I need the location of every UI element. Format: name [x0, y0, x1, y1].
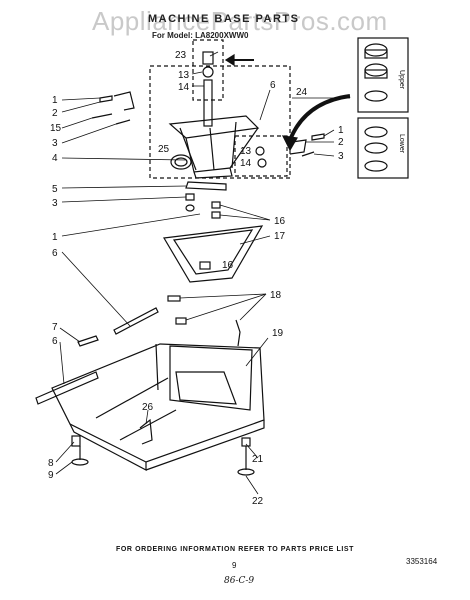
callout-16-lower: 16 [222, 260, 234, 271]
callout-5: 5 [52, 184, 58, 195]
callout-6-mid: 6 [52, 248, 58, 259]
callout-3-mid: 3 [52, 198, 58, 209]
callout-8: 8 [48, 458, 54, 469]
front-rail [35, 371, 99, 405]
callout-22: 22 [252, 496, 264, 507]
drive-shaft [202, 51, 214, 127]
callout-14: 14 [178, 82, 190, 93]
page-number: 9 [232, 561, 237, 570]
callout-1-mid: 1 [52, 232, 58, 243]
callout-13: 13 [178, 70, 190, 81]
left-bracket-hardware [91, 91, 135, 125]
diagram-title: MACHINE BASE PARTS [148, 13, 300, 25]
callout-24: 24 [296, 87, 308, 98]
upper-kit-label: Upper [398, 70, 405, 90]
machine-base [51, 343, 265, 471]
callout-2: 2 [52, 108, 58, 119]
handwritten-note: 86-C-9 [224, 576, 255, 586]
callout-26: 26 [142, 402, 154, 413]
model-line: For Model: LA8200XWW0 [152, 31, 249, 40]
cam-bar [185, 181, 227, 191]
shaft-subgroup-box [192, 39, 224, 101]
callout-6: 6 [270, 80, 276, 91]
callout-3-right: 3 [338, 151, 344, 162]
callout-17: 17 [274, 231, 286, 242]
callout-23: 23 [175, 50, 187, 61]
callout-4: 4 [52, 153, 58, 164]
right-bracket-hardware [289, 133, 325, 157]
callout-15: 15 [50, 123, 62, 134]
callout-1-right: 1 [338, 125, 344, 136]
bearing-13 [255, 146, 265, 156]
washer-14 [257, 158, 267, 168]
watermark: AppliancePartsPros.com [92, 6, 388, 36]
callout-18: 18 [270, 290, 282, 301]
callout-21: 21 [252, 454, 264, 465]
callout-13-lower: 13 [240, 146, 252, 157]
transmission-housing [168, 115, 260, 179]
lower-kit-label: Lower [398, 134, 405, 154]
callout-3: 3 [52, 138, 58, 149]
callout-6-low: 6 [52, 336, 58, 347]
base-support-frame [163, 225, 264, 283]
callout-7: 7 [52, 322, 58, 333]
transmission-group-box [149, 65, 291, 179]
leader-lines [55, 51, 350, 495]
upper-clutch-kit [357, 37, 409, 113]
rear-leveling-leg [237, 437, 255, 476]
callout-19: 19 [272, 328, 284, 339]
ordering-note: FOR ORDERING INFORMATION REFER TO PARTS … [116, 546, 355, 553]
seal-subgroup-box [234, 135, 288, 177]
callout-16: 16 [274, 216, 286, 227]
callout-9: 9 [48, 470, 54, 481]
callout-1: 1 [52, 95, 58, 106]
clutch-arrow [288, 94, 351, 141]
front-leveling-leg [71, 435, 89, 466]
seal-ring [170, 154, 192, 170]
document-number: 3353164 [406, 557, 438, 566]
callout-14-lower: 14 [240, 158, 252, 169]
callout-25: 25 [158, 144, 170, 155]
callout-2-right: 2 [338, 137, 344, 148]
left-rail [113, 307, 159, 335]
lower-clutch-kit [357, 117, 409, 179]
